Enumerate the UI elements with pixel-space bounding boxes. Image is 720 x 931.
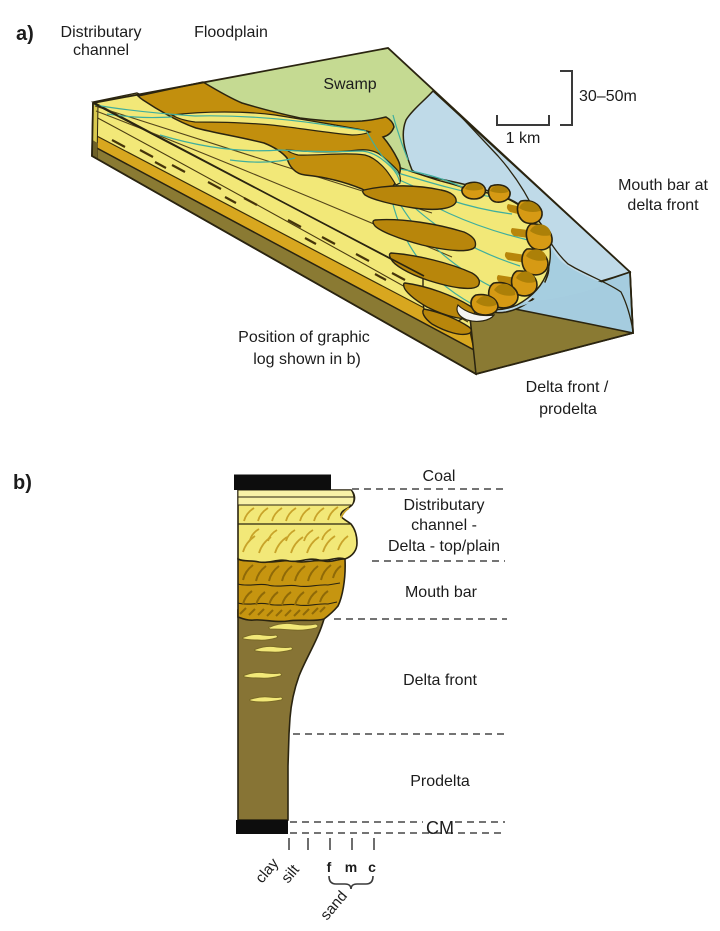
svg-text:Prodelta: Prodelta — [410, 773, 470, 790]
svg-text:Floodplain: Floodplain — [194, 24, 268, 41]
svg-text:channel -: channel - — [411, 517, 477, 534]
svg-text:Distributary: Distributary — [404, 497, 485, 514]
svg-text:CM: CM — [426, 818, 454, 838]
svg-text:b): b) — [13, 472, 32, 494]
svg-text:1 km: 1 km — [506, 130, 541, 147]
svg-text:Position of graphic: Position of graphic — [238, 329, 370, 346]
svg-text:Distributary: Distributary — [61, 24, 142, 41]
svg-text:delta front: delta front — [627, 197, 699, 214]
svg-text:Delta front /: Delta front / — [526, 379, 609, 396]
svg-text:a): a) — [16, 23, 34, 45]
svg-text:Delta front: Delta front — [403, 672, 477, 689]
svg-text:prodelta: prodelta — [539, 401, 597, 418]
svg-text:Mouth bar: Mouth bar — [405, 584, 478, 601]
svg-text:Delta - top/plain: Delta - top/plain — [388, 538, 500, 555]
svg-text:Coal: Coal — [423, 468, 456, 485]
svg-text:30–50m: 30–50m — [579, 88, 637, 105]
svg-text:Mouth bar at: Mouth bar at — [618, 177, 708, 194]
svg-text:f: f — [327, 859, 332, 875]
svg-text:log shown in b): log shown in b) — [253, 351, 361, 368]
svg-text:c: c — [368, 859, 376, 875]
svg-text:m: m — [345, 859, 357, 875]
svg-text:channel: channel — [73, 42, 129, 59]
svg-text:Swamp: Swamp — [323, 76, 376, 93]
